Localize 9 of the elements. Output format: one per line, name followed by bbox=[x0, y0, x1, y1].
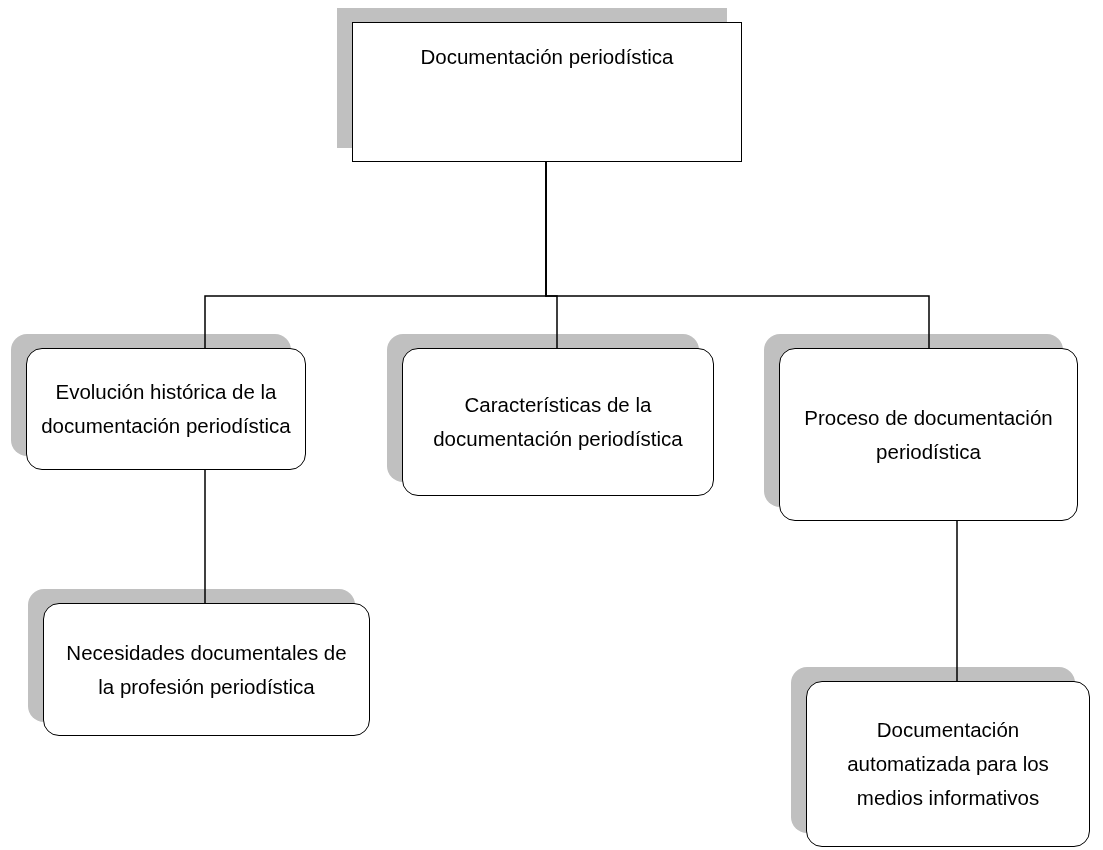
node-label: Evolución histórica de la documentación periodística bbox=[41, 379, 291, 439]
connector-line bbox=[545, 161, 930, 349]
node-label: Características de la documentación periodística bbox=[432, 392, 684, 452]
node-label: Proceso de documentación periodística bbox=[803, 404, 1054, 465]
connector-line bbox=[956, 520, 958, 682]
connector-line bbox=[204, 469, 206, 604]
node-label: Documentación automatizada para los medios informativos bbox=[846, 717, 1050, 811]
node-label: Necesidades documentales de la profesión periodística bbox=[65, 639, 348, 700]
node-label: Documentación periodística bbox=[420, 44, 674, 70]
